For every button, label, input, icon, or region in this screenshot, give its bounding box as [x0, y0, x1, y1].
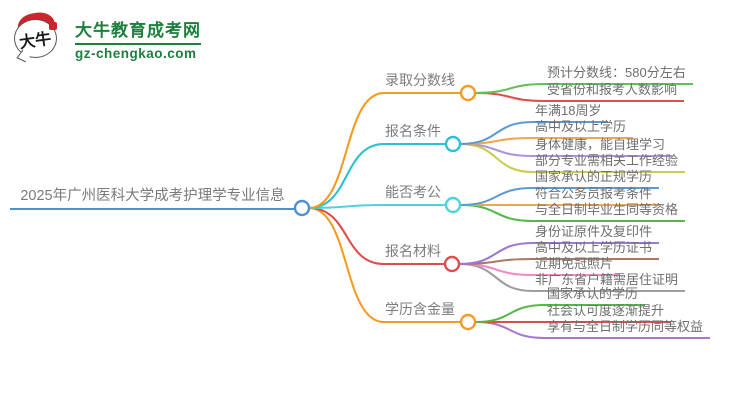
leaf-photo[interactable]: 近期免冠照片: [533, 253, 621, 276]
branch-label-civil-service[interactable]: 能否考公: [384, 182, 447, 206]
connector-curve: [307, 203, 386, 210]
connector-curve: [458, 120, 535, 146]
leaf-age-requirement[interactable]: 年满18周岁: [533, 100, 609, 123]
connector-curve: [307, 206, 386, 266]
logo-site-url: gz-chengkao.com: [75, 46, 197, 61]
branch-circle-civil-service[interactable]: [444, 196, 462, 214]
logo-seal-icon: [49, 22, 57, 30]
leaf-residence-proof[interactable]: 非广东省户籍需居住证明: [533, 269, 686, 292]
leaf-score-factors[interactable]: 受省份和报考人数影响: [545, 79, 685, 102]
branch-label-signup-conditions[interactable]: 报名条件: [384, 121, 447, 145]
leaf-education-requirement[interactable]: 高中及以上学历: [533, 116, 634, 139]
branch-circle-admission-score[interactable]: [459, 84, 477, 102]
branch-label-signup-materials[interactable]: 报名材料: [384, 241, 446, 265]
leaf-state-recognized-degree[interactable]: 国家承认的学历: [545, 283, 646, 306]
connector-curve: [473, 320, 547, 340]
logo-bubble-icon: 大牛: [14, 10, 60, 65]
connector-curve: [473, 303, 547, 324]
site-logo: 大牛 大牛教育成考网 gz-chengkao.com: [14, 10, 214, 67]
leaf-health-requirement[interactable]: 身体健康，能自理学习: [533, 134, 673, 157]
connector-curve: [458, 203, 535, 223]
leaf-id-card[interactable]: 身份证原件及复印件: [533, 221, 660, 244]
leaf-work-experience[interactable]: 部分专业需相关工作经验: [533, 150, 686, 173]
branch-circle-signup-conditions[interactable]: [444, 135, 462, 153]
connector-curve: [458, 186, 535, 207]
logo-site-name: 大牛教育成考网: [75, 16, 201, 45]
leaf-equal-qualification[interactable]: 与全日制毕业生同等资格: [533, 199, 686, 222]
leaf-equal-rights[interactable]: 享有与全日制学历同等权益: [545, 316, 711, 339]
leaf-diploma-certificate[interactable]: 高中及以上学历证书: [533, 237, 660, 260]
logo-text-block: 大牛教育成考网 gz-chengkao.com: [75, 16, 201, 61]
connector-curve: [473, 82, 547, 95]
branch-label-admission-score[interactable]: 录取分数线: [384, 70, 462, 94]
leaf-civil-service-eligibility[interactable]: 符合公务员报考条件: [533, 183, 660, 206]
connector-curve: [457, 262, 535, 293]
connector-curve: [307, 142, 386, 210]
leaf-state-recognized[interactable]: 国家承认的正规学历: [533, 166, 660, 189]
root-node-circle[interactable]: [293, 199, 311, 217]
logo-bubble-text: 大牛: [18, 28, 53, 52]
branch-circle-degree-value[interactable]: [459, 313, 477, 331]
branch-label-degree-value[interactable]: 学历含金量: [384, 299, 462, 323]
connector-curve: [457, 241, 535, 266]
connector-curve: [458, 142, 535, 174]
connector-curve: [307, 91, 386, 210]
mindmap-root-title[interactable]: 2025年广州医科大学成考护理学专业信息: [10, 184, 295, 210]
leaf-social-recognition[interactable]: 社会认可度逐渐提升: [545, 300, 672, 323]
leaf-expected-score[interactable]: 预计分数线：580分左右: [545, 62, 693, 85]
branch-circle-signup-materials[interactable]: [443, 255, 461, 273]
connector-curve: [307, 206, 386, 324]
